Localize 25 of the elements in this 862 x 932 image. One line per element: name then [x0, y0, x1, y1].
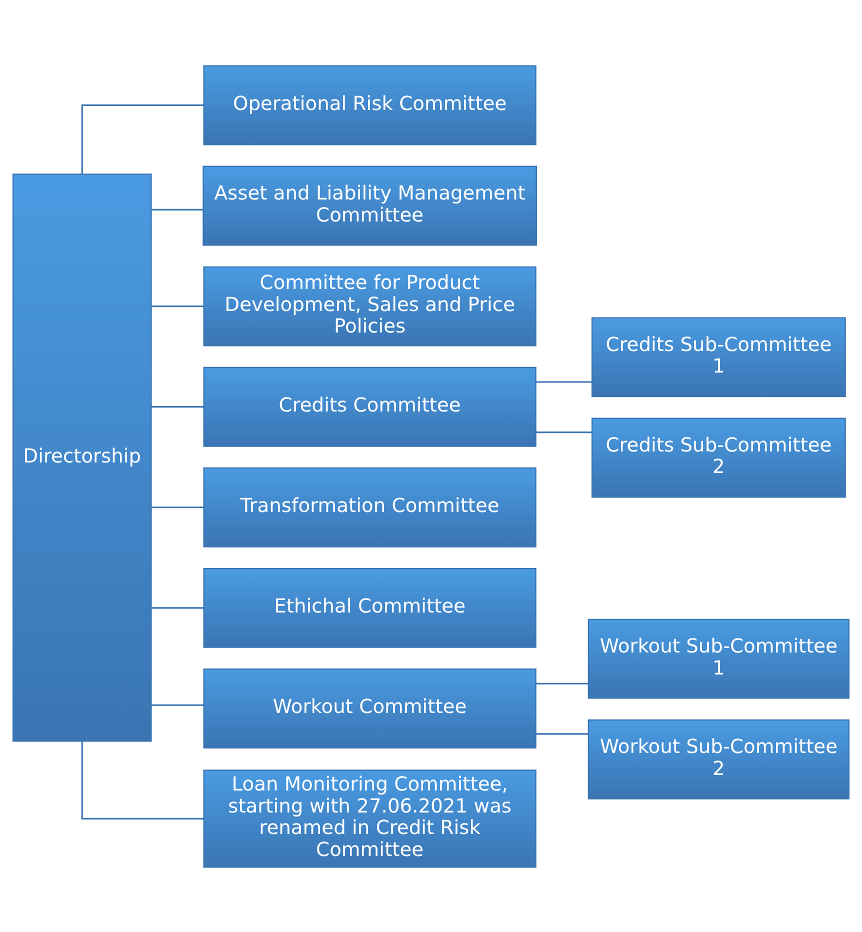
connector	[81, 740, 204, 819]
connector	[81, 104, 204, 174]
node-box: Loan Monitoring Committee, starting with 27.06.2021 was renamed in Credit Risk Committee	[203, 769, 536, 868]
connector	[536, 380, 592, 382]
connector	[151, 606, 204, 608]
connector	[151, 704, 204, 706]
connector	[151, 406, 204, 408]
node-box: Operational Risk Committee	[203, 64, 536, 145]
node-box: Workout Committee	[203, 668, 536, 748]
node-box: Ethichal Committee	[203, 567, 536, 648]
connector	[536, 682, 588, 684]
node-box: Workout Sub-Committee 1	[588, 618, 850, 698]
connector	[151, 305, 204, 307]
node-box: Transformation Committee	[203, 466, 536, 547]
node-box: Credits Sub-Committee 2	[592, 417, 846, 498]
node-box: Credits Committee	[203, 366, 536, 446]
connector	[151, 208, 204, 210]
node-box: Asset and Liability Management Committee	[202, 165, 537, 246]
connector	[536, 732, 588, 734]
node-box: Committee for Product Development, Sales and Price Policies	[203, 266, 536, 346]
node-box: Directorship	[12, 173, 152, 742]
connector	[536, 431, 592, 433]
node-box: Credits Sub-Committee 1	[592, 316, 846, 397]
connector	[151, 506, 204, 508]
node-box: Workout Sub-Committee 2	[588, 718, 850, 799]
